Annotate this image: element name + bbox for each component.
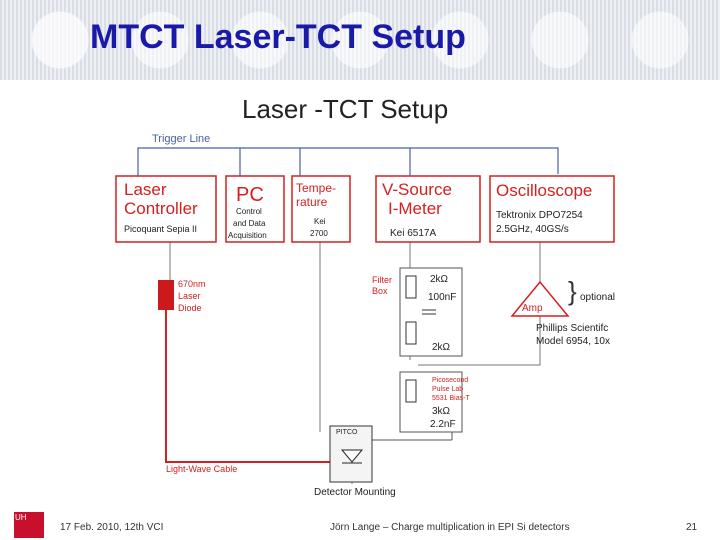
biastee-1: Picosecond	[432, 377, 468, 384]
slide-title: MTCT Laser-TCT Setup	[90, 18, 466, 56]
diode-label-3: Diode	[178, 303, 202, 313]
amp-label: Amp	[522, 303, 543, 314]
footer-author: Jörn Lange – Charge multiplication in EP…	[330, 522, 570, 533]
biastee-c: 2.2nF	[430, 419, 456, 430]
pc-box: PC Control and Data Acquisition	[225, 175, 285, 243]
temperature-title-2: rature	[296, 195, 328, 209]
laser-controller-title-1: Laser	[124, 180, 167, 199]
pc-sub-1: Control	[236, 207, 262, 216]
optional-brace: }	[568, 276, 577, 306]
temperature-title-1: Tempe-	[296, 181, 336, 195]
temperature-sub-2: 2700	[310, 229, 328, 238]
laser-controller-sub: Picoquant Sepia II	[124, 224, 197, 234]
laser-diode: 670nm Laser Diode	[158, 279, 206, 313]
biastee-3: 5531 Bias-T	[432, 395, 470, 402]
page-number: 21	[686, 522, 698, 533]
filter-c1: 100nF	[428, 292, 456, 303]
diode-label-2: Laser	[178, 291, 201, 301]
amp-model-2: Model 6954, 10x	[536, 336, 610, 347]
diode-label-1: 670nm	[178, 279, 206, 289]
setup-diagram: Trigger Line Laser Controller Picoquant …	[115, 133, 615, 498]
amp-optional: optional	[580, 292, 615, 303]
laser-controller-box: Laser Controller Picoquant Sepia II	[115, 175, 217, 243]
university-logo: UH	[14, 512, 44, 538]
pitco-label: PITCO	[336, 429, 358, 436]
detector-mounting: PITCO Detector Mounting	[314, 425, 396, 498]
footer-date: 17 Feb. 2010, 12th VCI	[60, 522, 164, 533]
light-wave-cable: Light-Wave Cable	[165, 310, 346, 474]
laser-controller-title-2: Controller	[124, 199, 198, 218]
diagram-title: Laser -TCT Setup	[242, 94, 449, 124]
footer: UH 17 Feb. 2010, 12th VCI Jörn Lange – C…	[0, 510, 720, 540]
filter-label-2: Box	[372, 286, 388, 296]
bias-tee: Picosecond Pulse Lab 5531 Bias-T 3kΩ 2.2…	[352, 371, 470, 441]
header-band	[0, 0, 720, 80]
vsource-box: V-Source I-Meter Kei 6517A	[375, 175, 481, 243]
detector-label: Detector Mounting	[314, 487, 396, 498]
trigger-line-label: Trigger Line	[152, 133, 210, 145]
pc-title: PC	[236, 184, 264, 206]
biastee-r: 3kΩ	[432, 406, 451, 417]
vsource-title-2: I-Meter	[388, 199, 442, 218]
amplifier: Amp } optional Phillips Scientifc Model …	[510, 276, 615, 347]
temperature-box: Tempe- rature Kei 2700	[291, 175, 351, 243]
vsource-title-1: V-Source	[382, 180, 452, 199]
temperature-sub-1: Kei	[314, 217, 326, 226]
cable-label: Light-Wave Cable	[166, 464, 237, 474]
vsource-sub: Kei 6517A	[390, 228, 436, 239]
filter-r2: 2kΩ	[432, 342, 451, 353]
oscilloscope-box: Oscilloscope Tektronix DPO7254 2.5GHz, 4…	[489, 175, 615, 243]
filter-r1: 2kΩ	[430, 274, 449, 285]
oscilloscope-sub-1: Tektronix DPO7254	[496, 210, 583, 221]
filter-label-1: Filter	[372, 275, 392, 285]
oscilloscope-title: Oscilloscope	[496, 181, 592, 200]
trigger-line	[137, 147, 559, 176]
amp-model-1: Phillips Scientifc	[536, 323, 608, 334]
oscilloscope-sub-2: 2.5GHz, 40GS/s	[496, 224, 569, 235]
pc-sub-3: Acquisition	[228, 231, 267, 240]
pc-sub-2: and Data	[233, 219, 266, 228]
filter-box: Filter Box 2kΩ 100nF 2kΩ	[372, 267, 463, 357]
biastee-2: Pulse Lab	[432, 386, 463, 393]
